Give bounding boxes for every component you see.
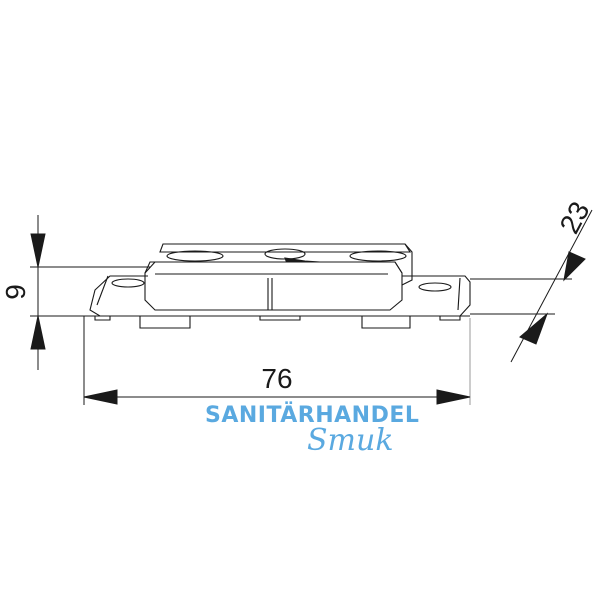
height-dimension <box>30 215 150 370</box>
height-value: 9 <box>0 284 31 300</box>
logo-line1: SANITÄRHANDEL <box>205 403 420 428</box>
arrow-up-icon <box>30 315 46 350</box>
depth-dimension <box>470 209 593 363</box>
width-value: 76 <box>261 363 292 394</box>
width-dimension <box>83 316 471 405</box>
sanitaerhandel-smuk-logo: SANITÄRHANDEL Smuk <box>205 403 419 463</box>
arrow-left-icon <box>83 389 118 405</box>
arrow-diag-down-icon <box>563 251 586 282</box>
logo-line2: Smuk <box>307 423 394 458</box>
arrow-diag-up-icon <box>519 312 549 345</box>
arrow-right-icon <box>436 389 471 405</box>
part-outline <box>89 243 471 329</box>
depth-value: 23 <box>554 197 596 239</box>
arrow-down-icon <box>30 233 46 268</box>
